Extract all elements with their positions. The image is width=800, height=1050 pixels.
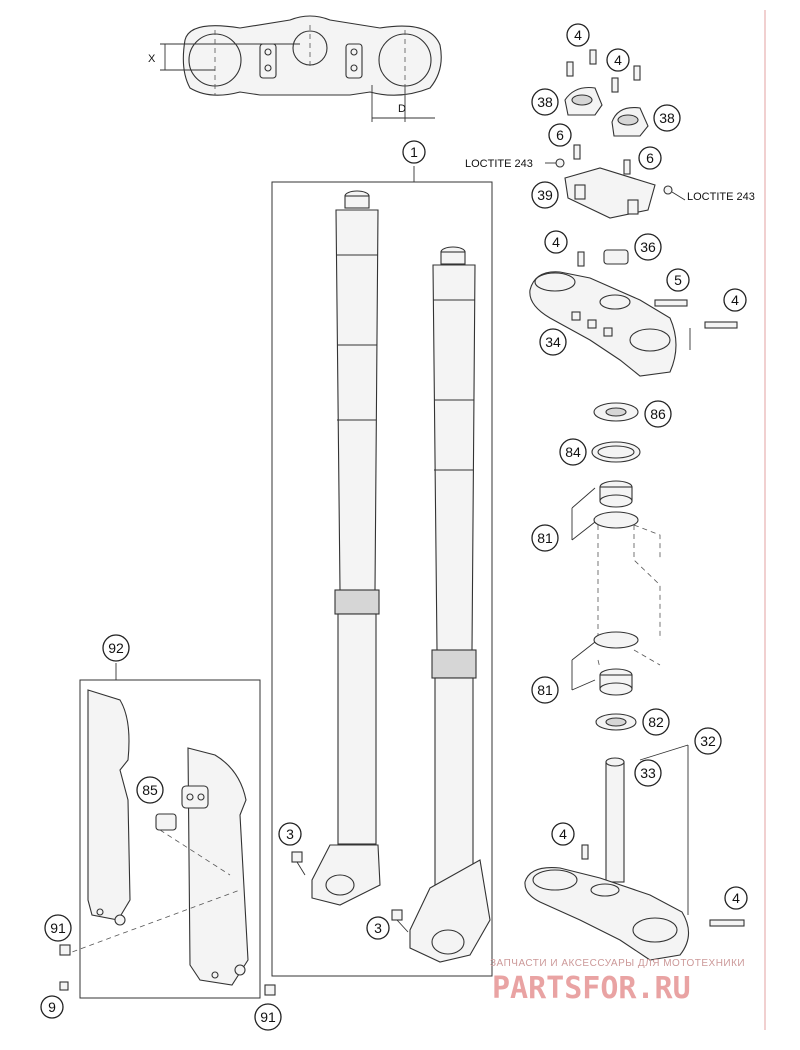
svg-text:5: 5 [674,272,682,288]
svg-text:38: 38 [659,110,675,126]
seal-82 [595,713,637,731]
steering-head-tube [597,524,661,669]
bolt-4-lower-side [709,919,745,927]
bolt-5 [654,299,688,307]
svg-text:91: 91 [50,920,66,936]
fork-group-frame [271,181,493,977]
bolt-6-left [573,144,581,160]
callout-4-lower-side: 4 [724,886,748,910]
svg-text:86: 86 [650,406,666,422]
bolt-4-lower-clamp [581,844,589,860]
callout-34: 34 [539,328,567,356]
bolt-9 [59,981,69,991]
svg-text:92: 92 [108,640,124,656]
svg-text:85: 85 [142,782,158,798]
upper-triple-clamp [529,271,677,377]
fork-guard-right [187,747,249,986]
callout-5: 5 [666,268,690,292]
callout-38-right: 38 [653,104,681,132]
callout-32: 32 [694,727,722,755]
svg-text:82: 82 [648,714,664,730]
callout-85: 85 [136,776,164,804]
clamp-38-left [564,86,603,116]
callout-4-upper-clamp: 4 [544,230,568,254]
callout-82: 82 [642,708,670,736]
svg-text:38: 38 [537,94,553,110]
clamp-39-base [564,167,656,219]
svg-text:4: 4 [574,27,582,43]
callout-81-lower: 81 [531,676,559,704]
bolts-4-top [566,49,641,93]
nut-36 [603,249,629,265]
svg-text:4: 4 [614,52,622,68]
callout-81-upper: 81 [531,524,559,552]
callout-92: 92 [102,634,130,662]
bolt-91-bottom [264,984,276,996]
watermark-logo: PARTSFOR.RU [492,971,691,1006]
callout-1: 1 [402,140,426,164]
callout-3-upper: 3 [278,822,302,846]
loctite-label-right: LOCTITE 243 [687,191,755,203]
watermark-tagline: ЗАПЧАСТИ И АКСЕССУАРЫ ДЛЯ МОТОТЕХНИКИ [490,958,745,969]
svg-text:81: 81 [537,530,553,546]
callout-4-top-left: 4 [566,23,590,47]
fork-guard-group-frame [79,679,261,999]
svg-text:32: 32 [700,733,716,749]
svg-text:34: 34 [545,334,561,350]
callout-3-lower: 3 [366,916,390,940]
lower-triple-clamp [524,757,690,961]
callout-33: 33 [634,759,662,787]
clamp-38-right [611,107,649,137]
bolt-4-upper-clamp [577,251,585,267]
svg-text:84: 84 [565,444,581,460]
callout-38-left: 38 [531,88,559,116]
bolt-6-right [623,159,631,175]
fork-clamp-bolts [291,851,409,933]
callout-9: 9 [40,995,64,1019]
callout-91-bottom: 91 [254,1003,282,1031]
callout-39: 39 [531,181,559,209]
svg-text:1: 1 [410,144,418,160]
bolt-4-side [704,321,738,329]
svg-text:6: 6 [556,127,564,143]
guard-clamp-85 [155,785,209,831]
svg-text:36: 36 [640,239,656,255]
svg-text:39: 39 [537,187,553,203]
dust-cover-84 [591,441,641,463]
dimension-d-label: D [398,103,406,115]
svg-text:3: 3 [286,826,294,842]
callout-91-left: 91 [44,914,72,942]
bearing-81-lower [593,631,639,696]
fork-leg-right [409,246,491,963]
svg-text:91: 91 [260,1009,276,1025]
seal-86 [593,402,639,422]
dimension-x-label: X [148,53,156,65]
svg-text:33: 33 [640,765,656,781]
callout-6-right: 6 [638,146,662,170]
svg-text:6: 6 [646,150,654,166]
callout-4-side: 4 [723,288,747,312]
callout-36: 36 [634,233,662,261]
loctite-label-left: LOCTITE 243 [465,158,533,170]
callout-86: 86 [644,400,672,428]
svg-text:4: 4 [552,234,560,250]
bearing-81-upper [593,480,639,529]
callout-84: 84 [559,438,587,466]
bolt-91-left [59,944,71,956]
svg-text:3: 3 [374,920,382,936]
fork-leg-left [311,190,381,906]
fork-guard-left [87,689,131,926]
svg-text:4: 4 [559,826,567,842]
svg-text:4: 4 [732,890,740,906]
callout-4-lower-clamp: 4 [551,822,575,846]
svg-text:9: 9 [48,999,56,1015]
svg-text:4: 4 [731,292,739,308]
top-clamp-dimension-view [160,15,442,122]
callout-4-top-right: 4 [606,48,630,72]
callout-6-left: 6 [548,123,572,147]
svg-text:81: 81 [537,682,553,698]
